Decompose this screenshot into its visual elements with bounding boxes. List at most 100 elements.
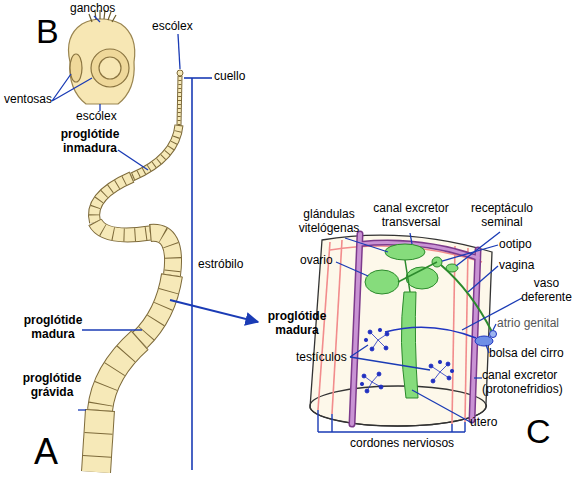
leader-lines <box>412 390 472 423</box>
leader-lines <box>410 233 412 244</box>
proglottid-drawing <box>365 270 399 294</box>
proglottid-drawing <box>332 240 342 414</box>
leader-lines <box>78 409 86 410</box>
proglottid-drawing <box>365 389 369 393</box>
part-label: atrio genital <box>497 317 575 331</box>
panel-letter: B <box>36 14 76 48</box>
part-label: proglótide madura <box>18 314 88 342</box>
proglottid-drawing <box>472 250 478 420</box>
part-label: escólex <box>76 110 136 124</box>
tapeworm-body <box>96 410 100 472</box>
leader-lines <box>345 238 388 252</box>
proglottid-drawing <box>441 265 492 332</box>
part-label: ovario <box>300 254 350 268</box>
leader-lines <box>52 16 522 423</box>
proglottid-drawing <box>446 362 450 366</box>
proglottid-drawing <box>352 234 360 424</box>
leader-lines <box>178 34 180 69</box>
tapeworm-body <box>150 233 173 275</box>
leader-lines <box>486 345 489 353</box>
tapeworm-body <box>95 222 150 235</box>
part-label: vagina <box>499 259 549 273</box>
leader-lines <box>474 377 482 378</box>
strobila-bracket <box>184 77 212 79</box>
tapeworm-body <box>96 410 100 472</box>
tapeworm-body <box>179 76 180 125</box>
tapeworm-body <box>96 410 100 472</box>
tapeworm-body <box>94 177 132 222</box>
part-label: canal excretor transversal <box>368 202 454 230</box>
tapeworm-body <box>100 340 140 410</box>
tapeworm-body <box>140 275 172 340</box>
proglottid-drawing <box>352 234 360 424</box>
part-label: vaso deferente <box>518 277 575 305</box>
part-label: útero <box>470 416 510 430</box>
proglottid-drawing <box>310 234 497 426</box>
pointer-arrow <box>170 300 258 322</box>
proglottid-drawing <box>429 364 433 368</box>
proglottid-drawing <box>377 372 381 376</box>
proglottid-drawing <box>352 234 478 424</box>
tapeworm-body <box>179 76 180 125</box>
scolex-drawing <box>91 49 129 87</box>
scolex-drawing <box>99 57 121 79</box>
part-label: glándulas vitelógenas <box>290 208 368 236</box>
proglottid-drawing <box>379 385 383 389</box>
part-label: ootipo <box>499 238 549 252</box>
leader-lines <box>493 324 496 330</box>
proglottid-drawing <box>362 374 366 378</box>
proglottid-drawing <box>401 292 418 398</box>
part-label: ganchos <box>70 2 130 16</box>
proglottid-drawing <box>370 347 374 351</box>
proglottid-drawing <box>472 250 478 420</box>
leader-lines <box>442 245 498 261</box>
scolex-drawing <box>69 19 135 104</box>
part-label: cuello <box>214 70 264 84</box>
proglottid-drawing <box>450 369 453 372</box>
proglottid-drawing <box>360 382 363 385</box>
leader-lines <box>336 262 368 276</box>
pointer-arrow <box>170 300 258 322</box>
part-label: cordones nerviosos <box>350 437 465 451</box>
part-label: escólex <box>152 20 212 34</box>
proglottid-drawing <box>447 376 451 380</box>
panel-letter: C <box>526 414 566 448</box>
part-label: receptáculo seminal <box>462 202 542 230</box>
scolex-drawing <box>69 10 135 104</box>
part-label: proglótide inmadura <box>52 128 128 156</box>
proglottid-drawing <box>398 260 437 292</box>
leader-lines <box>94 16 100 22</box>
part-label: estróbilo <box>198 258 258 272</box>
proglottid-drawing <box>385 332 389 336</box>
proglottid-drawing <box>310 386 486 426</box>
proglottid-drawing <box>384 346 388 350</box>
tapeworm-body <box>100 340 140 410</box>
proglottid-drawing <box>385 244 425 260</box>
tapeworm-body <box>95 222 150 235</box>
leader-lines <box>52 74 92 101</box>
strobila-bracket <box>191 78 193 470</box>
tapeworm-body <box>94 177 132 222</box>
leader-lines <box>468 266 498 292</box>
proglottid-drawing <box>318 242 330 410</box>
proglottid-drawing <box>310 235 492 426</box>
proglottid-drawing <box>378 328 381 331</box>
proglottid-drawing <box>490 331 497 338</box>
tapeworm-body <box>132 125 179 177</box>
proglottid-drawing <box>364 338 367 341</box>
tapeworm-body <box>94 177 132 222</box>
tapeworm-body <box>95 222 150 235</box>
proglottid-drawing <box>385 327 476 338</box>
part-label: testículos <box>296 351 356 365</box>
tapeworm-body <box>150 233 173 275</box>
part-label: proglótide grávida <box>18 372 86 400</box>
leader-lines <box>82 329 142 330</box>
proglottid-drawing <box>368 330 372 334</box>
nerve-cord-bracket <box>318 410 465 432</box>
panel-letter: A <box>34 434 74 470</box>
proglottid-drawing <box>438 360 441 363</box>
part-label: canal excretor (protonefridios) <box>482 369 576 397</box>
tapeworm-body <box>140 275 172 340</box>
